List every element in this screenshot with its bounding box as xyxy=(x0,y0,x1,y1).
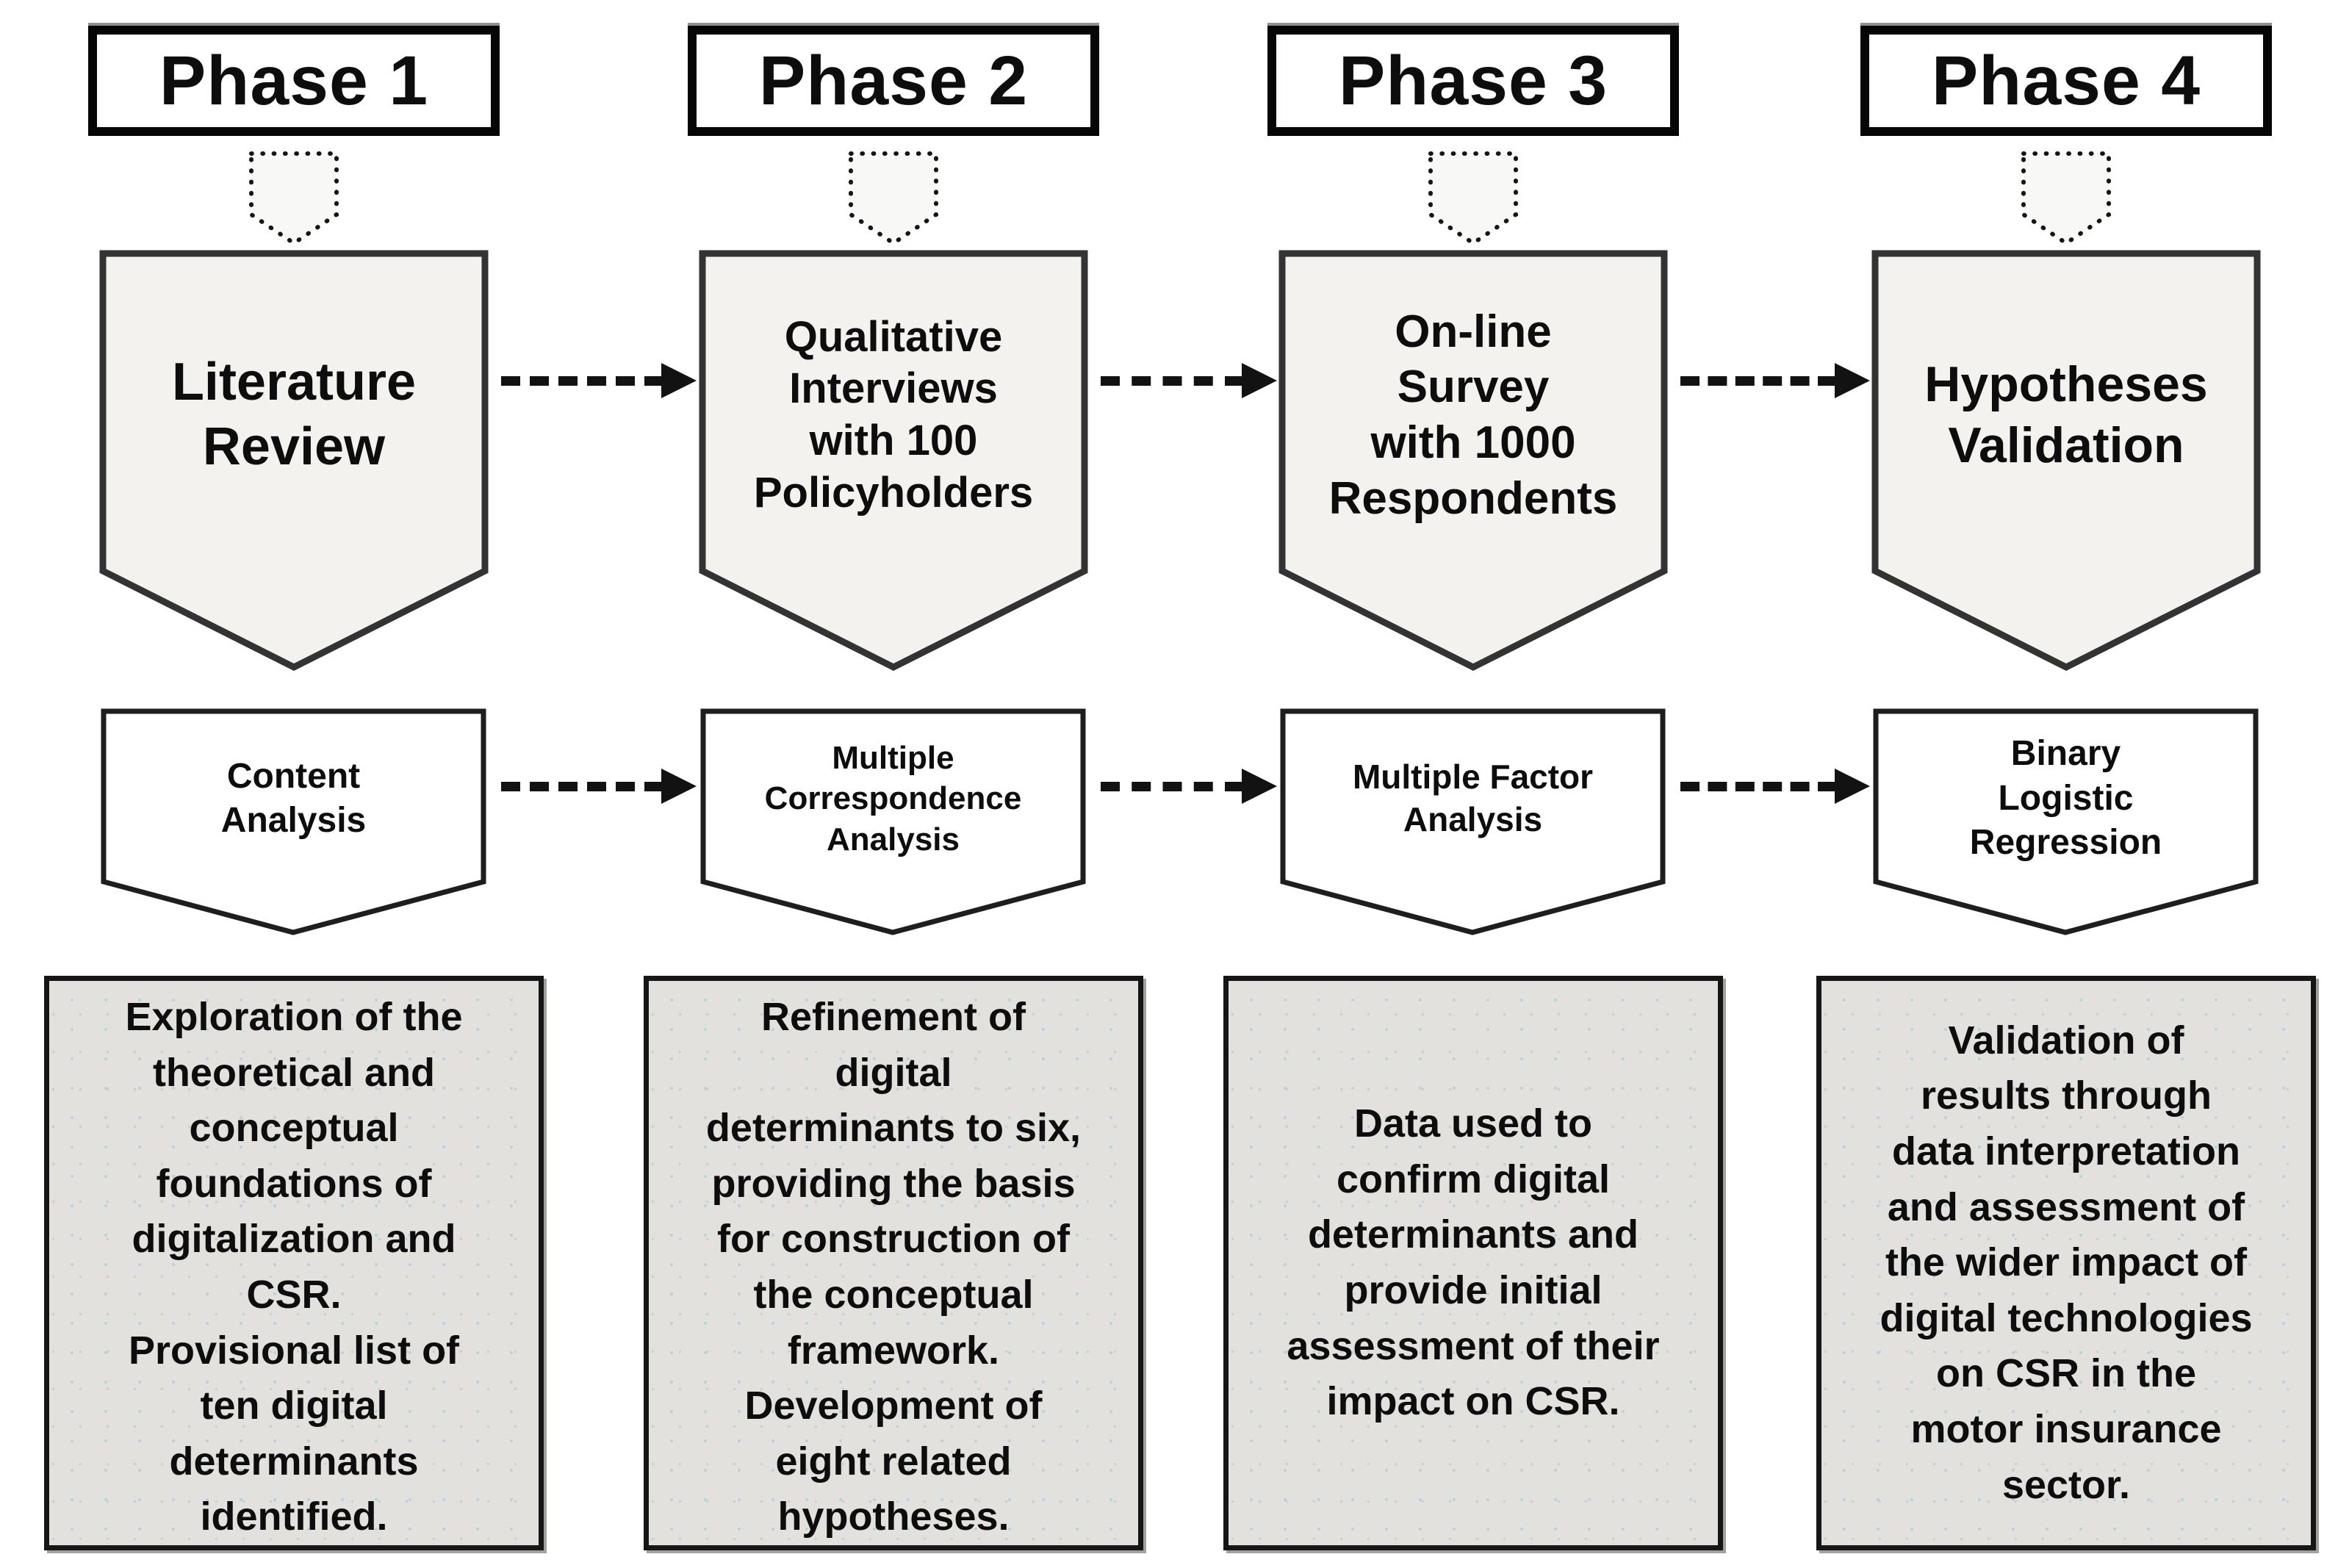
flow-arrow-analysis-3-4 xyxy=(1680,767,1870,805)
phase-3-analysis-banner: Multiple Factor Analysis xyxy=(1280,708,1666,936)
phase-4-outcome-text: Validation of results through data inter… xyxy=(1880,1018,2253,1507)
phase-3-dotted-connector-icon xyxy=(1425,148,1521,248)
phase-1-dotted-connector-icon xyxy=(246,148,342,248)
phase-1-outcome-box: Exploration of the theoretical and conce… xyxy=(44,976,544,1550)
phase-2-analysis-label: Multiple Correspondence Analysis xyxy=(764,739,1022,857)
phase-1-analysis-banner: Content Analysis xyxy=(101,708,486,936)
phase-3-header-label: Phase 3 xyxy=(1338,41,1608,120)
phase-3-header: Phase 3 xyxy=(1267,26,1679,136)
phase-2-outcome-box: Refinement of digital determinants to si… xyxy=(644,976,1143,1550)
phase-4-analysis-label: Binary Logistic Regression xyxy=(1969,734,2162,863)
phase-4-method-label: Hypotheses Validation xyxy=(1924,356,2208,473)
arrowhead-icon xyxy=(661,363,697,398)
arrowhead-icon xyxy=(1835,769,1870,804)
phase-1-header-label: Phase 1 xyxy=(159,41,429,120)
dashed-line xyxy=(1680,375,1837,386)
arrowhead-icon xyxy=(1242,769,1277,804)
flow-arrow-analysis-2-3 xyxy=(1101,767,1277,805)
phase-2-method-shield: Qualitative Interviews with 100 Policyho… xyxy=(699,250,1088,672)
phase-1-header: Phase 1 xyxy=(88,26,500,136)
flow-arrow-method-1-2 xyxy=(501,362,697,400)
phase-4-header-label: Phase 4 xyxy=(1931,41,2201,120)
phase-3-column: Phase 3 On-line Survey with 1000 Respond… xyxy=(1216,0,1730,1568)
phase-1-method-shield: Literature Review xyxy=(99,250,489,672)
flow-arrow-analysis-1-2 xyxy=(501,767,697,805)
phase-1-column: Phase 1 Literature Review Content Analys… xyxy=(37,0,551,1568)
phase-2-outcome-text: Refinement of digital determinants to si… xyxy=(705,995,1082,1539)
flow-arrow-method-3-4 xyxy=(1680,362,1870,400)
phase-2-header-label: Phase 2 xyxy=(758,41,1029,120)
phase-4-outcome-box: Validation of results through data inter… xyxy=(1816,976,2316,1550)
phase-3-analysis-label: Multiple Factor Analysis xyxy=(1352,758,1594,838)
phase-2-dotted-connector-icon xyxy=(846,148,941,248)
phase-4-analysis-banner: Binary Logistic Regression xyxy=(1873,708,2259,936)
phase-2-method-label: Qualitative Interviews with 100 Policyho… xyxy=(753,312,1034,517)
phase-1-outcome-text: Exploration of the theoretical and conce… xyxy=(125,995,463,1539)
phase-1-method-label: Literature Review xyxy=(171,353,417,476)
phase-2-header: Phase 2 xyxy=(688,26,1099,136)
flow-arrow-method-2-3 xyxy=(1101,362,1277,400)
phase-3-outcome-box: Data used to confirm digital determinant… xyxy=(1223,976,1723,1550)
phase-2-analysis-banner: Multiple Correspondence Analysis xyxy=(700,708,1086,936)
phase-3-outcome-text: Data used to confirm digital determinant… xyxy=(1287,1101,1660,1424)
arrowhead-icon xyxy=(1835,363,1870,398)
phase-1-analysis-label: Content Analysis xyxy=(220,756,367,840)
phase-4-dotted-connector-icon xyxy=(2018,148,2114,248)
dashed-line xyxy=(1101,781,1244,791)
phase-4-method-shield: Hypotheses Validation xyxy=(1871,250,2261,672)
phase-3-method-shield: On-line Survey with 1000 Respondents xyxy=(1278,250,1668,672)
phase-3-method-label: On-line Survey with 1000 Respondents xyxy=(1328,306,1618,524)
arrowhead-icon xyxy=(661,769,697,804)
dashed-line xyxy=(501,781,663,791)
dashed-line xyxy=(1680,781,1837,791)
dashed-line xyxy=(501,375,663,386)
dashed-line xyxy=(1101,375,1244,386)
phase-4-column: Phase 4 Hypotheses Validation Binary Log… xyxy=(1809,0,2323,1568)
phase-4-header: Phase 4 xyxy=(1860,26,2272,136)
phase-2-column: Phase 2 Qualitative Interviews with 100 … xyxy=(636,0,1151,1568)
arrowhead-icon xyxy=(1242,363,1277,398)
